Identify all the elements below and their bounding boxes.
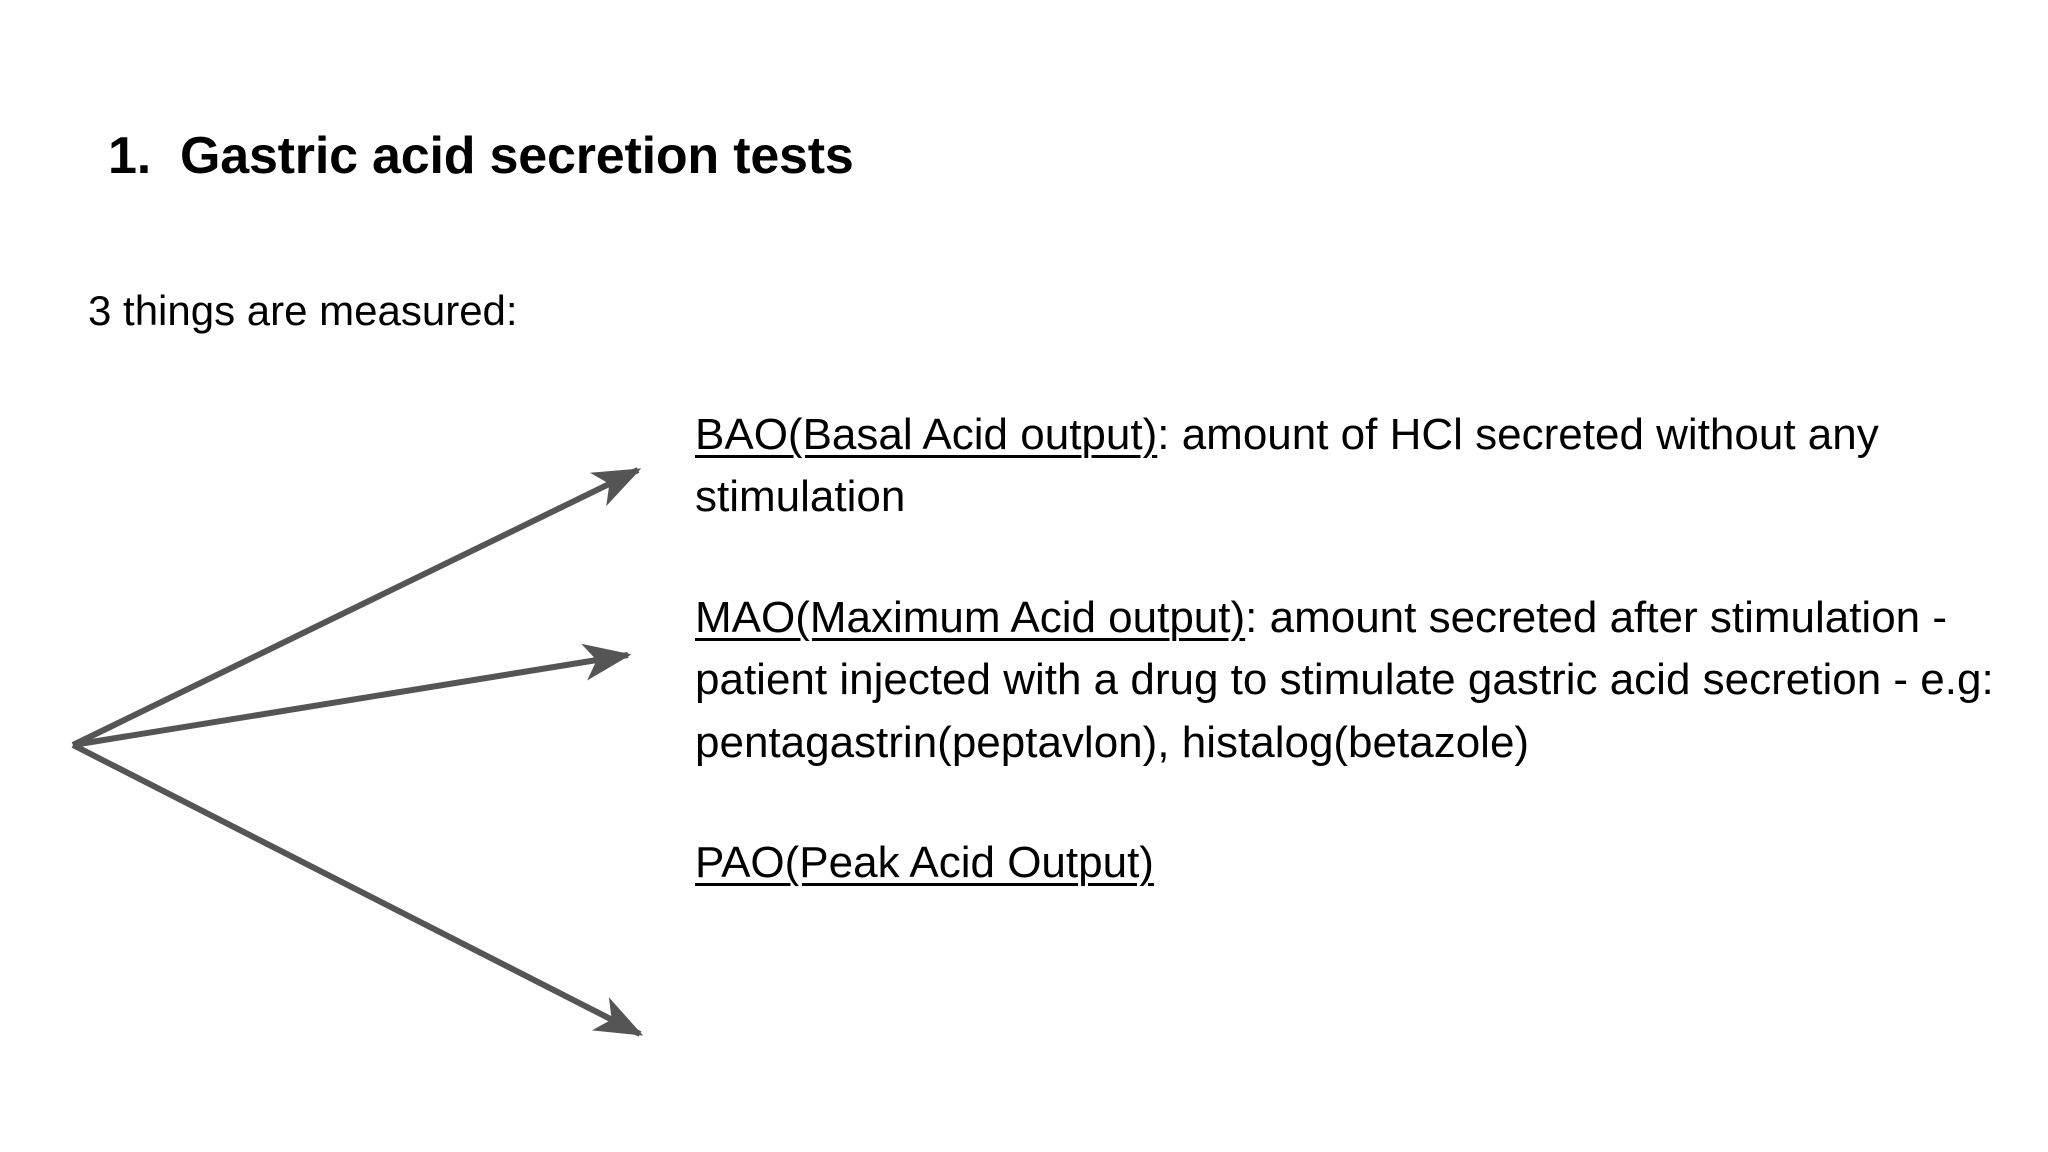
title-label: Gastric acid secretion tests — [180, 127, 854, 185]
list-item: BAO(Basal Acid output): amount of HCl se… — [695, 404, 2005, 529]
definitions-list: BAO(Basal Acid output): amount of HCl se… — [695, 404, 2005, 895]
list-item: PAO(Peak Acid Output) — [695, 832, 2005, 894]
arrow-to-pao — [71, 742, 644, 1037]
term-mao: MAO(Maximum Acid output) — [695, 592, 1246, 642]
arrow-to-mao — [72, 643, 632, 748]
description-mao: : amount secreted after stimulation - pa… — [695, 592, 1994, 767]
lead-in-text: 3 things are measured: — [88, 287, 518, 334]
term-pao: PAO(Peak Acid Output) — [695, 838, 1154, 888]
description-bao: : amount of HCl secreted without any sti… — [695, 410, 1879, 522]
list-item: MAO(Maximum Acid output): amount secrete… — [695, 587, 2005, 774]
page-title: 1. Gastric acid secretion tests — [108, 127, 854, 185]
term-bao: BAO(Basal Acid output) — [695, 410, 1158, 459]
arrow-to-bao — [71, 467, 642, 748]
title-list-number: 1. — [108, 127, 151, 185]
